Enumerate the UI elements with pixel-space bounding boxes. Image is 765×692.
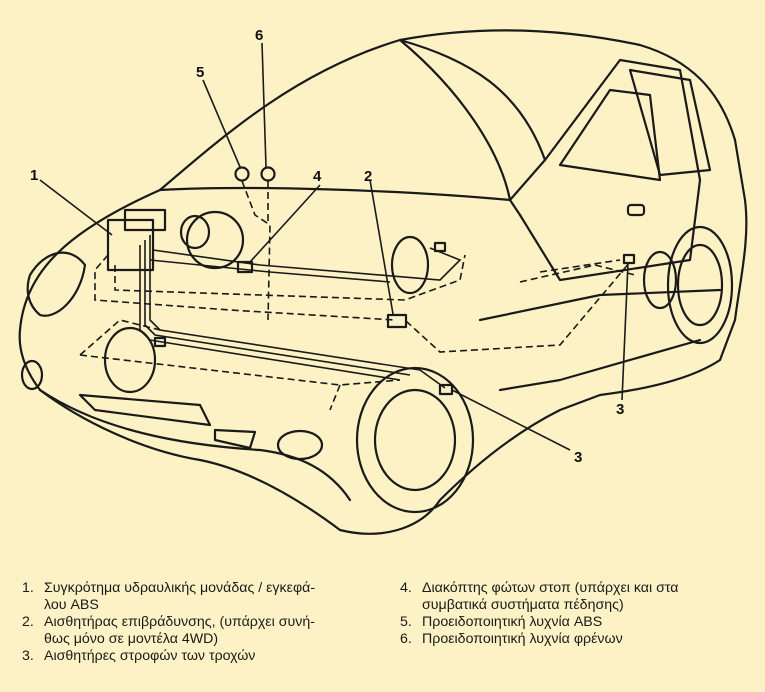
deceleration-sensor [386, 313, 408, 329]
abs-system-diagram: 1 2 3 3 4 5 6 [18, 27, 748, 535]
brake-master-cylinder [179, 214, 211, 250]
brake-warning-lamp-icon [260, 166, 276, 182]
hydraulic-unit [106, 218, 155, 272]
legend-text-cont: συμβατικά συστήματα πέδησης) [422, 597, 624, 613]
sill-line [478, 288, 722, 322]
wheel-sensor-front [438, 383, 454, 396]
callout-1: 1 [30, 167, 38, 184]
legend-left: 1. Συγκρότημα υδραυλικής μονάδας / εγκεφ… [22, 580, 367, 665]
legend-number: 5. [400, 614, 412, 630]
legend-text-cont: θως μόνο σε μοντέλα 4WD) [44, 631, 219, 647]
windshield [398, 38, 547, 202]
rear-right-wheel [676, 243, 724, 327]
front-door [518, 58, 702, 282]
legend-number: 3. [22, 648, 34, 664]
front-right-wheel [373, 388, 457, 492]
legend-item-3: 3. Αισθητήρες στροφών των τροχών [22, 648, 367, 665]
legend-number: 1. [22, 580, 34, 596]
leader-lines [39, 42, 629, 451]
legend-item-2: 2. Αισθητήρας επιβράδυνσης, (υπάρχει συν… [22, 614, 367, 648]
front-right-tire [355, 366, 475, 514]
fog-light-left [20, 359, 44, 391]
legend-text: Προειδοποιητική λυχνία ABS [422, 614, 603, 630]
bumper [38, 388, 352, 502]
legend-number: 4. [400, 580, 412, 596]
legend-text: Διακόπτης φώτων στοπ (υπάρχει και στα [422, 580, 679, 596]
wheel-sensor-rear [622, 253, 636, 265]
rear-left-brake [390, 235, 430, 295]
rear-brake-right [642, 250, 678, 310]
car-body-outline [18, 29, 748, 535]
legend-text: Προειδοποιητική λυχνία φρένων [422, 631, 623, 647]
front-left-brake [103, 326, 157, 394]
door-handle [626, 203, 646, 217]
rear-window [628, 68, 712, 177]
callout-3-rear: 3 [616, 401, 624, 418]
wiring-harness [79, 180, 636, 411]
legend-text: Αισθητήρες στροφών των τροχών [44, 648, 256, 664]
legend-text: Συγκρότημα υδραυλικής μονάδας / εγκεφά- [44, 580, 316, 596]
legend-item-1: 1. Συγκρότημα υδραυλικής μονάδας / εγκεφ… [22, 580, 367, 614]
fog-light-right [276, 429, 324, 461]
callout-5: 5 [196, 64, 204, 81]
abs-warning-lamp-icon [234, 166, 250, 182]
legend-item-5: 5. Προειδοποιητική λυχνία ABS [400, 614, 750, 631]
legend-item-6: 6. Προειδοποιητική λυχνία φρένων [400, 631, 750, 648]
hood-edge [158, 186, 522, 217]
callout-6: 6 [255, 27, 263, 44]
brake-booster [185, 210, 245, 270]
rear-left-sensor [433, 241, 447, 253]
hydraulic-unit-top [123, 208, 167, 232]
headlight-left [26, 251, 87, 317]
callout-2: 2 [364, 168, 372, 185]
rear-right-tire [666, 225, 734, 345]
air-intake [213, 428, 257, 450]
side-window [558, 88, 662, 182]
legend-right: 4. Διακόπτης φώτων στοπ (υπάρχει και στα… [400, 580, 750, 648]
legend-number: 6. [400, 631, 412, 647]
callout-3-front: 3 [574, 449, 582, 466]
callout-4: 4 [313, 168, 322, 185]
brake-pipes [139, 235, 462, 389]
legend-text-cont: λου ABS [44, 597, 99, 613]
stop-light-switch [236, 260, 254, 274]
sill-line-lower [498, 338, 702, 392]
legend-number: 2. [22, 614, 34, 630]
legend-text: Αισθητήρας επιβράδυνσης, (υπάρχει συνή- [44, 614, 315, 630]
front-grille [78, 393, 212, 427]
legend-item-4: 4. Διακόπτης φώτων στοπ (υπάρχει και στα… [400, 580, 750, 614]
